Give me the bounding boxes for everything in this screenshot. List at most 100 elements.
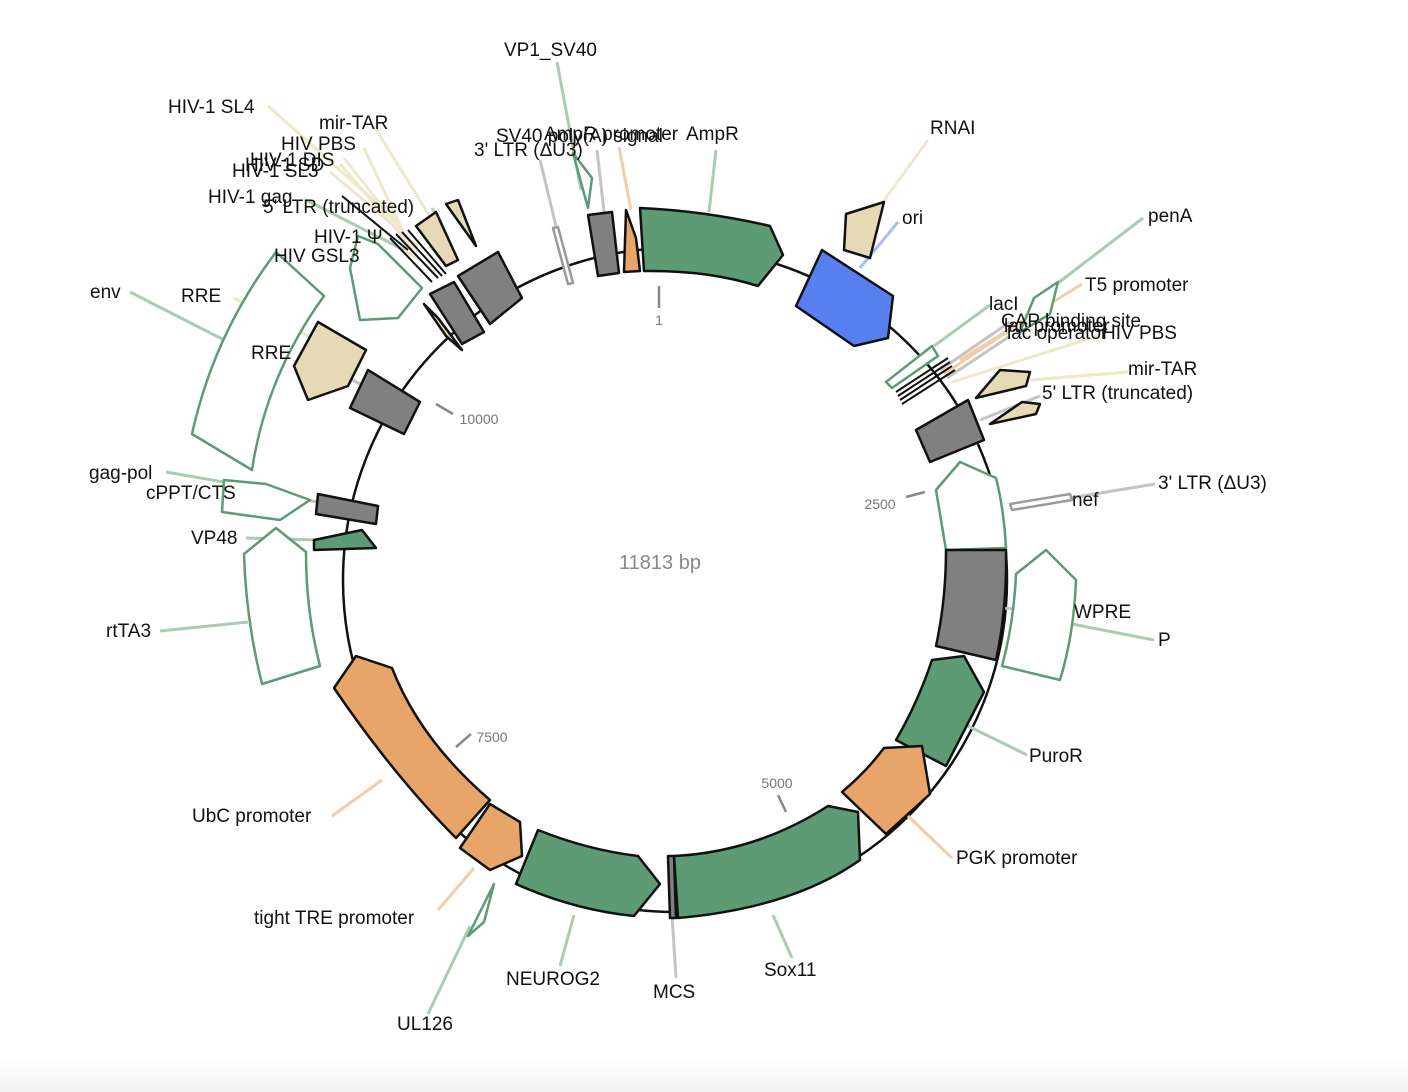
feature-rtta3[interactable] bbox=[242, 526, 322, 686]
feature-mir-tar-left-shape[interactable] bbox=[414, 210, 460, 268]
feature-gray-ul-1[interactable] bbox=[428, 280, 486, 346]
label-cap: CAP binding site bbox=[1001, 311, 1141, 332]
tick-10000: 10000 bbox=[435, 402, 499, 427]
label-ampr-promoter: AmpR promoter bbox=[544, 124, 679, 145]
feature-env[interactable] bbox=[190, 250, 326, 472]
tick-1: 1 bbox=[655, 286, 663, 328]
leader-ltr3-right bbox=[1069, 482, 1156, 500]
label-lac-promoter: lac promoter bbox=[1004, 316, 1110, 337]
feature-tight-tre[interactable] bbox=[458, 802, 524, 872]
label-ltr3-top: 3' LTR (ΔU3) bbox=[474, 140, 583, 161]
label-rre-outer: RRE bbox=[181, 286, 221, 307]
tick-7500: 7500 bbox=[455, 729, 508, 748]
leader-pena bbox=[1057, 216, 1144, 285]
feature-ltr3-right[interactable] bbox=[1008, 492, 1074, 512]
leader-ul126 bbox=[426, 925, 472, 1015]
label-wpre: WPRE bbox=[1074, 602, 1131, 623]
feature-mcs[interactable] bbox=[666, 854, 678, 920]
label-hiv-pbs-left: HIV PBS bbox=[281, 134, 356, 155]
plasmid-length-label: 11813 bp bbox=[619, 552, 701, 574]
label-laci: lacI bbox=[989, 294, 1019, 315]
leader-mir-tar-right bbox=[1029, 370, 1129, 382]
leader-sv40-polya bbox=[595, 149, 606, 213]
label-hiv1-sd: HIV-1 SD bbox=[245, 155, 324, 176]
label-vp1-sv40: VP1_SV40 bbox=[504, 40, 597, 61]
feature-hiv-cluster-lines bbox=[341, 195, 447, 283]
feature-rnai[interactable] bbox=[842, 200, 886, 260]
label-lac-operator: lac operator bbox=[1007, 323, 1108, 344]
leader-dis bbox=[342, 157, 412, 243]
leader-sd bbox=[338, 163, 416, 251]
label-vp48: VP48 bbox=[191, 528, 237, 549]
label-ltr5-right: 5' LTR (truncated) bbox=[1042, 383, 1193, 404]
feature-gray-right[interactable] bbox=[914, 398, 986, 464]
feature-pgk[interactable] bbox=[840, 744, 932, 836]
label-ampr: AmpR bbox=[686, 124, 739, 145]
label-t5: T5 promoter bbox=[1085, 275, 1189, 296]
feature-mir-tar-right[interactable] bbox=[974, 368, 1032, 400]
label-ul126: UL126 bbox=[397, 1014, 453, 1035]
feature-nef[interactable] bbox=[934, 460, 1008, 552]
label-hiv1-sl3: HIV-1 SL3 bbox=[232, 161, 319, 182]
label-ltr3-right: 3' LTR (ΔU3) bbox=[1158, 473, 1267, 494]
label-ori: ori bbox=[902, 208, 923, 229]
feature-ltr5-left-shape[interactable] bbox=[444, 198, 478, 248]
leader-ampr-promoter bbox=[617, 146, 633, 211]
label-rnai: RNAI bbox=[930, 118, 975, 139]
leader-lac-promoter bbox=[943, 328, 1011, 376]
leader-sl4 bbox=[267, 104, 401, 226]
label-sl4: HIV-1 SL4 bbox=[168, 97, 255, 118]
label-hiv-gsl3: HIV GSL3 bbox=[274, 246, 360, 267]
feature-cppt[interactable] bbox=[314, 492, 380, 526]
feature-ltr3-top[interactable] bbox=[551, 225, 575, 286]
tick-label-1: 1 bbox=[655, 312, 663, 328]
feature-puror[interactable] bbox=[894, 654, 986, 768]
leader-rtta3 bbox=[159, 620, 249, 633]
feature-p[interactable] bbox=[1000, 548, 1078, 682]
leader-rnai bbox=[878, 139, 930, 207]
label-gag-pol: gag-pol bbox=[89, 463, 152, 484]
feature-hiv1-psi-shape[interactable] bbox=[422, 302, 464, 352]
feature-gag-pol[interactable] bbox=[220, 478, 312, 522]
feature-ampr-promoter[interactable] bbox=[622, 208, 642, 274]
feature-laci[interactable] bbox=[884, 344, 940, 390]
feature-gray-ul-2[interactable] bbox=[456, 250, 524, 326]
feature-ori[interactable] bbox=[794, 248, 895, 348]
label-env: env bbox=[90, 282, 121, 303]
tick-label-5000: 5000 bbox=[761, 775, 792, 791]
leader-ubc bbox=[331, 778, 383, 818]
label-cppt: cPPT/CTS bbox=[146, 483, 236, 504]
feature-sox11[interactable] bbox=[672, 804, 862, 920]
leader-lac-operator bbox=[946, 334, 1011, 380]
label-rtta3: rtTA3 bbox=[106, 621, 151, 642]
label-neurog2: NEUROG2 bbox=[506, 969, 600, 990]
leader-laci bbox=[933, 303, 991, 348]
feature-sv40-polya[interactable] bbox=[586, 210, 621, 278]
feature-ubc[interactable] bbox=[332, 654, 492, 840]
tick-label-10000: 10000 bbox=[460, 411, 499, 427]
feature-wpre[interactable] bbox=[934, 548, 1008, 662]
leader-mcs bbox=[670, 914, 678, 979]
leader-hiv1-gag bbox=[305, 198, 405, 252]
feature-ul126[interactable] bbox=[466, 882, 496, 938]
leader-cap bbox=[939, 320, 1011, 372]
label-mir-tar-left: mir-TAR bbox=[319, 113, 388, 134]
label-tight-tre: tight TRE promoter bbox=[254, 908, 415, 929]
feature-ltr5-right[interactable] bbox=[988, 400, 1042, 426]
label-hiv1-gag: HIV-1 gag bbox=[208, 187, 293, 208]
label-sox11: Sox11 bbox=[764, 960, 816, 981]
feature-rre-inner[interactable] bbox=[348, 368, 422, 436]
leader-neurog2 bbox=[558, 914, 576, 967]
feature-ampr[interactable] bbox=[638, 206, 785, 288]
feature-pena[interactable] bbox=[1018, 280, 1060, 334]
feature-vp1-sv40[interactable] bbox=[571, 151, 594, 210]
feature-hiv-gsl3[interactable] bbox=[348, 234, 424, 322]
feature-rre-outer[interactable] bbox=[292, 320, 368, 402]
feature-neurog2[interactable] bbox=[514, 828, 662, 918]
leader-p bbox=[1071, 622, 1155, 642]
feature-vp48[interactable] bbox=[312, 528, 378, 552]
label-nef: nef bbox=[1072, 490, 1099, 511]
leader-puror bbox=[967, 724, 1028, 757]
label-pena: penA bbox=[1148, 206, 1193, 227]
